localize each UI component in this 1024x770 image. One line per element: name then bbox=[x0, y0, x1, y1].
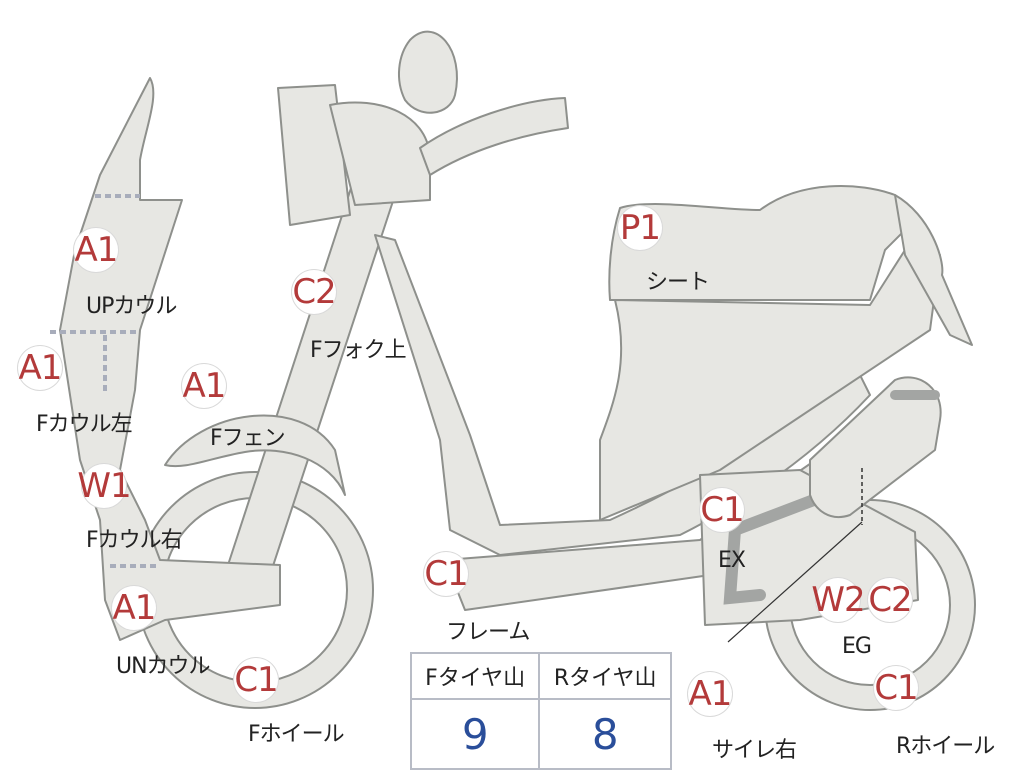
f-fork-label: Fフォク上 bbox=[310, 338, 407, 363]
front-tire-value: 9 bbox=[409, 698, 541, 770]
f-cowl-right-label: Fカウル右 bbox=[86, 528, 183, 553]
engine-shape bbox=[699, 469, 919, 626]
ex-label: EX bbox=[718, 548, 746, 573]
r-wheel-label: Rホイール bbox=[896, 734, 995, 759]
tire-table-header-row: Fタイヤ山 Rタイヤ山 bbox=[409, 652, 672, 700]
front-fender-shape bbox=[164, 414, 346, 496]
eg-c-rating: C2 bbox=[868, 578, 913, 622]
r-wheel-rating: C1 bbox=[874, 666, 919, 710]
tire-tread-table: Fタイヤ山 Rタイヤ山 9 8 bbox=[409, 652, 672, 770]
f-fender-rating: A1 bbox=[182, 364, 226, 408]
headlight-shape bbox=[277, 84, 351, 226]
frame-rating: C1 bbox=[424, 552, 469, 596]
un-cowl-label: UNカウル bbox=[116, 654, 211, 679]
f-cowl-left-label: Fカウル左 bbox=[36, 412, 133, 437]
muffler-shape bbox=[809, 376, 942, 518]
up-cowl-rating: A1 bbox=[74, 228, 118, 272]
handlebar-shape bbox=[419, 97, 569, 176]
front-tire-header: Fタイヤ山 bbox=[409, 652, 541, 700]
f-cowl-left-rating: A1 bbox=[18, 346, 62, 390]
un-cowl-rating: A1 bbox=[112, 586, 156, 630]
seat-shape bbox=[608, 185, 911, 301]
frame-label: フレーム bbox=[446, 620, 530, 645]
mirror-shape bbox=[398, 30, 458, 114]
rear-tail-shape bbox=[894, 194, 973, 346]
f-wheel-label: Fホイール bbox=[248, 722, 345, 747]
rear-tire-value: 8 bbox=[538, 698, 672, 770]
f-cowl-right-rating: W1 bbox=[77, 464, 132, 508]
rear-tire-header: Rタイヤ山 bbox=[538, 652, 672, 700]
muffler-right-rating: A1 bbox=[688, 672, 732, 716]
eg-label: EG bbox=[842, 634, 872, 659]
up-cowl-label: UPカウル bbox=[86, 294, 177, 319]
seat-label: シート bbox=[646, 270, 710, 295]
ex-rating: C1 bbox=[700, 488, 745, 532]
f-fender-label: Fフェン bbox=[210, 426, 286, 451]
muffler-right-label: サイレ右 bbox=[712, 738, 797, 763]
eg-w-rating: W2 bbox=[811, 578, 866, 622]
f-fork-rating: C2 bbox=[292, 270, 337, 314]
seat-rating: P1 bbox=[618, 206, 662, 250]
f-wheel-rating: C1 bbox=[234, 658, 279, 702]
tire-table-value-row: 9 8 bbox=[409, 698, 672, 770]
